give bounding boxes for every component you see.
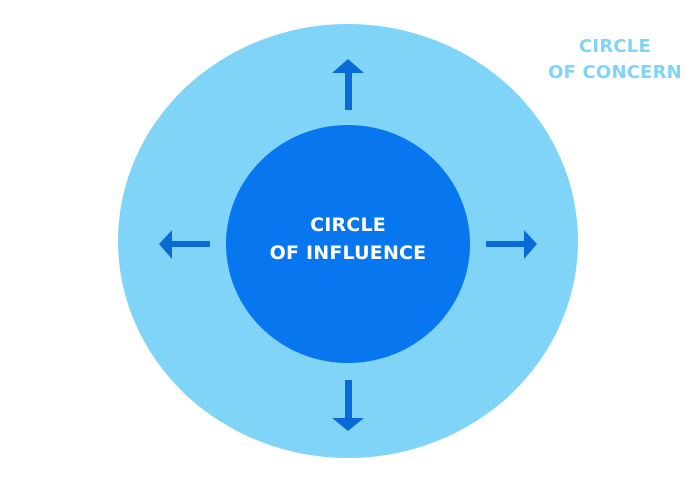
arrow-up-icon [332,59,364,110]
circle-of-influence-label: CIRCLE OF INFLUENCE [248,211,448,267]
arrow-right-icon [486,230,537,259]
circle-of-influence [226,125,470,363]
circle-of-concern-label: CIRCLE OF CONCERN [540,34,690,86]
concern-label-line-1: CIRCLE [579,36,651,57]
influence-label-line-2: OF INFLUENCE [269,242,427,264]
concern-label-line-2: OF CONCERN [548,62,682,83]
arrow-left-icon [159,230,210,259]
influence-label-line-1: CIRCLE [310,214,386,236]
arrow-down-icon [332,380,364,431]
